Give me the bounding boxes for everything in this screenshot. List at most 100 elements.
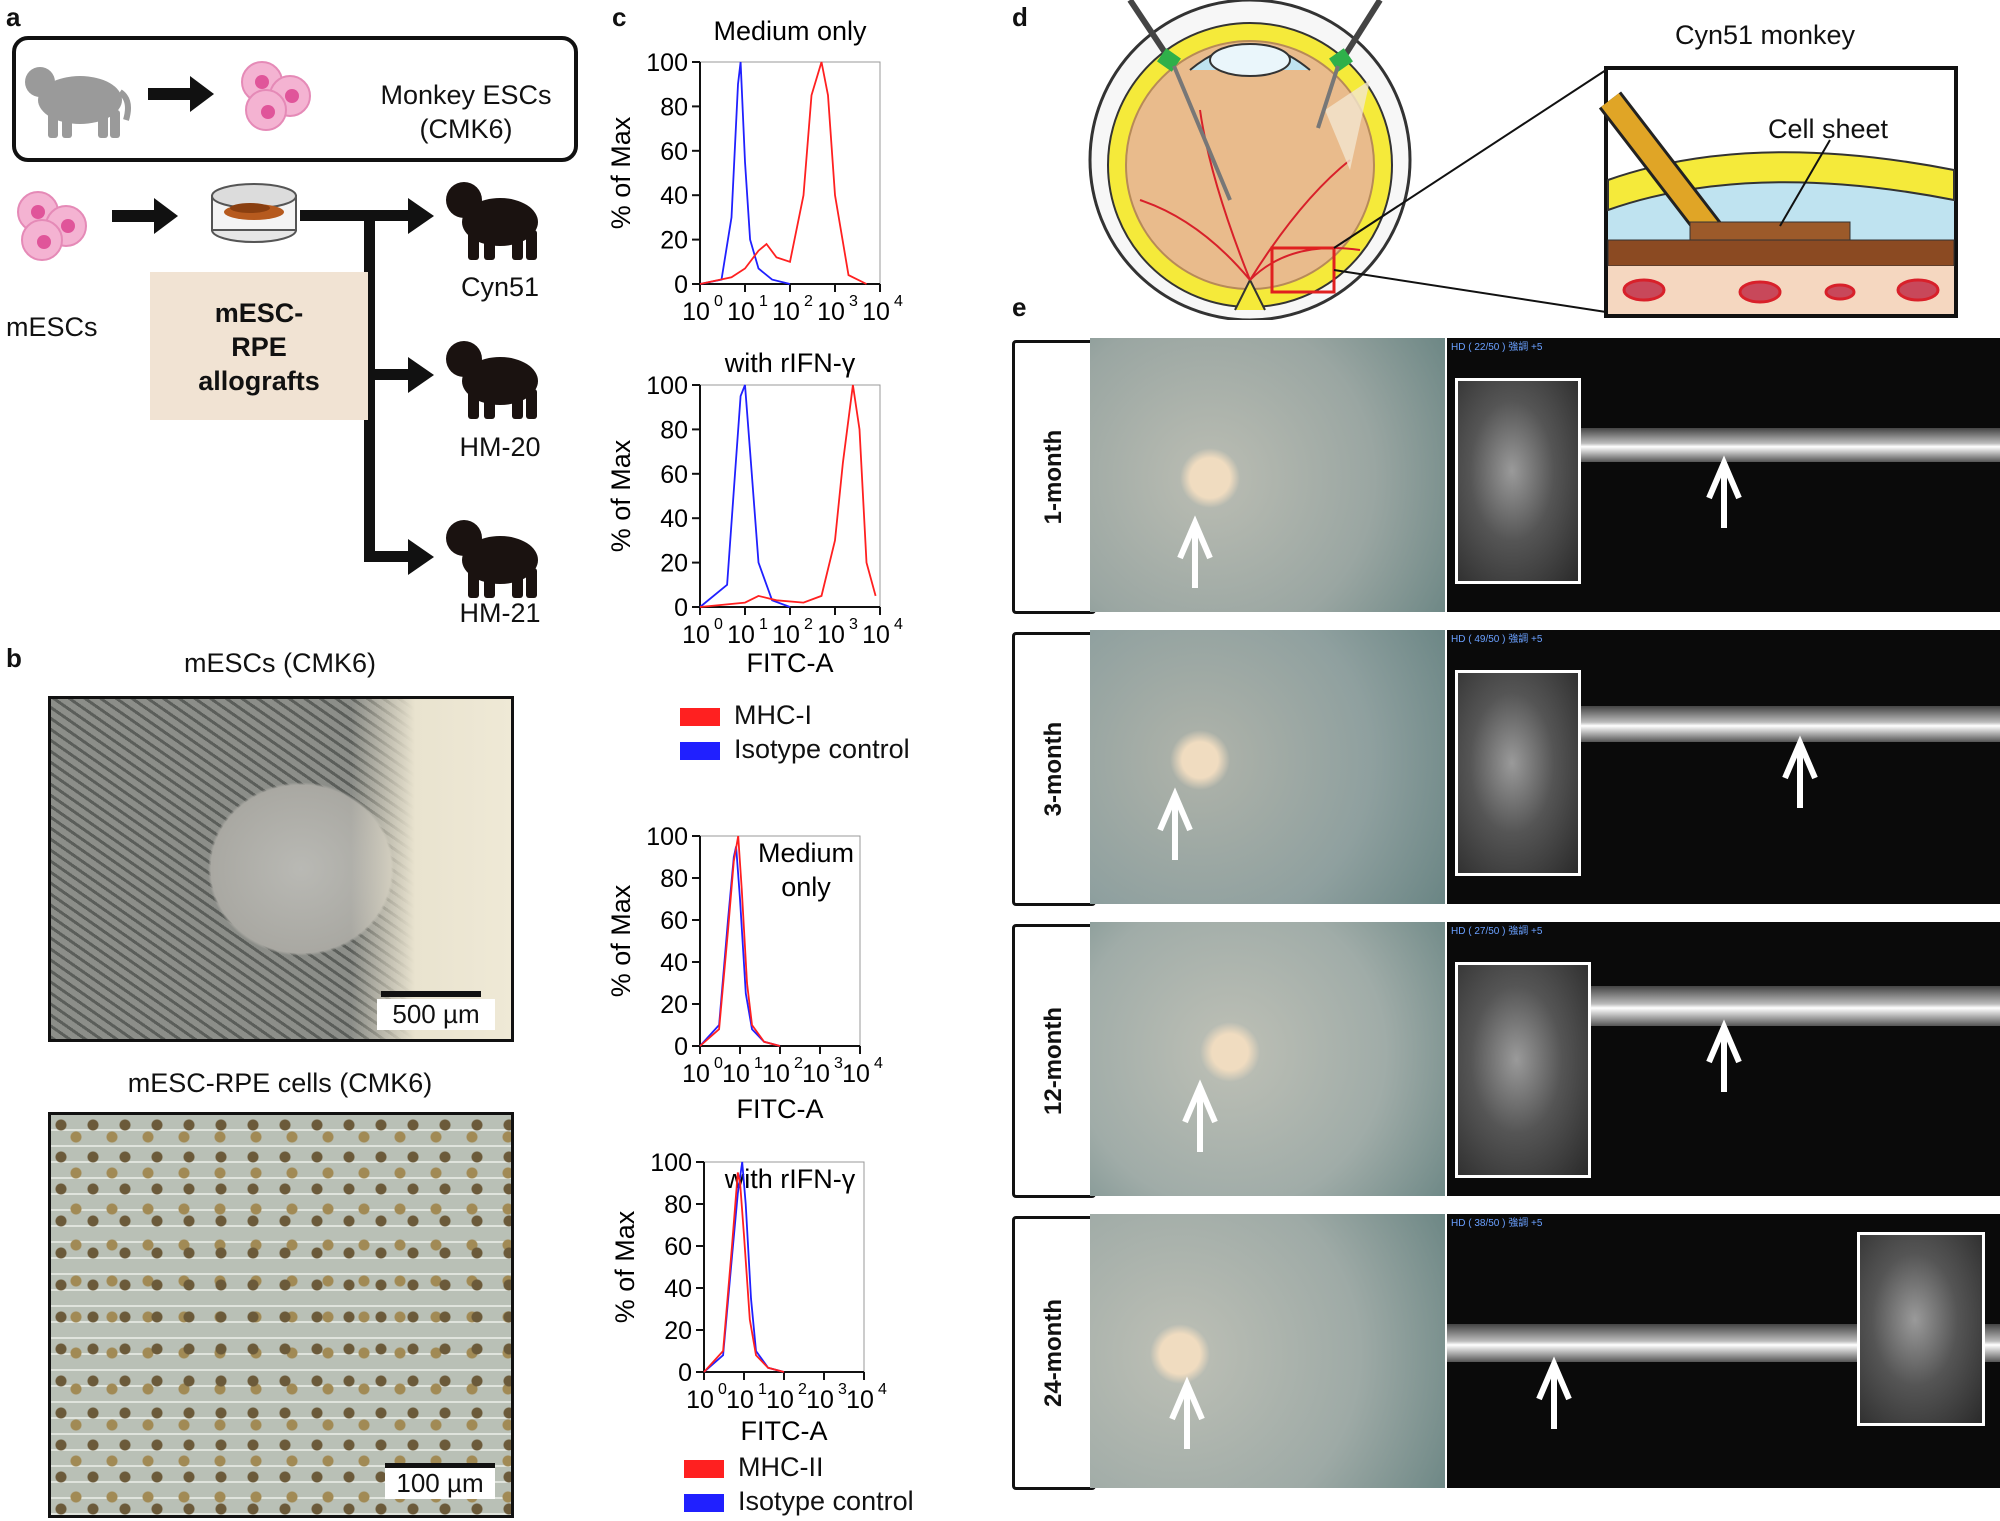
mescs-label: mESCs (6, 312, 98, 342)
arrow-icon (1169, 1376, 1205, 1449)
series-line-isotype-control (699, 384, 791, 608)
recipient-hm21: HM-21 (459, 598, 541, 628)
legend-label: MHC-II (738, 1452, 824, 1482)
x-tick-exponent: 2 (798, 1381, 807, 1398)
y-tick-label: 80 (660, 93, 688, 121)
oct-header: HD ( 27/50 ) 強調 +5 (1451, 926, 1543, 937)
cell-sheet-label: Cell sheet (1768, 114, 1889, 144)
chart-title: Medium only (713, 16, 867, 46)
x-tick-exponent: 1 (754, 1055, 763, 1072)
chart-title: with rIFN-γ (724, 348, 856, 378)
y-tick-label: 80 (660, 416, 688, 444)
panel-label-a: a (6, 2, 21, 32)
x-tick-label: 10 (817, 621, 845, 649)
oct-header: HD ( 22/50 ) 強調 +5 (1451, 342, 1543, 353)
x-tick-exponent: 1 (759, 293, 768, 310)
x-axis-label: FITC-A (741, 1416, 828, 1446)
x-axis-label: FITC-A (747, 648, 834, 678)
instrument-icon (1127, 0, 1383, 201)
x-tick-label: 10 (842, 1060, 870, 1088)
panel-label-d: d (1012, 2, 1028, 32)
x-tick-label: 10 (682, 298, 710, 326)
y-axis-label: % of Max (610, 1210, 640, 1323)
legend-label: MHC-I (734, 700, 812, 730)
branch-arrows (300, 198, 434, 575)
timepoint-text: 3-month (1040, 721, 1067, 817)
fundus-inset (1857, 1232, 1985, 1426)
y-tick-label: 100 (646, 823, 688, 851)
y-tick-label: 0 (674, 1033, 688, 1061)
x-tick-exponent: 3 (834, 1055, 843, 1072)
y-tick-label: 40 (660, 182, 688, 210)
fundus-inset (1455, 378, 1581, 584)
culture-dish-icon (211, 183, 297, 243)
oct-image-2: HD ( 49/50 ) 強調 +5 (1447, 630, 2000, 904)
monkey-cyn51-icon (446, 182, 538, 260)
y-tick-label: 100 (650, 1149, 692, 1177)
arrow-icon (148, 76, 214, 112)
x-tick-exponent: 2 (794, 1055, 803, 1072)
scale-bar-label: 500 µm (377, 999, 495, 1030)
x-tick-label: 10 (726, 1386, 754, 1414)
panel-d-title: Cyn51 monkey (1674, 20, 1856, 50)
mescs-micrograph-title: mESCs (CMK6) (183, 648, 376, 678)
x-tick-exponent: 3 (849, 616, 858, 633)
rpe-micrograph-title: mESC-RPE cells (CMK6) (127, 1068, 433, 1098)
panel-label-c: c (612, 2, 627, 32)
y-tick-label: 40 (660, 949, 688, 977)
series-line-mhc-ii (703, 1172, 785, 1373)
fundus-image-3 (1090, 922, 1445, 1196)
y-axis-label: % of Max (606, 116, 636, 229)
x-tick-label: 10 (846, 1386, 874, 1414)
mesc-cells-icon (17, 191, 87, 261)
fundus-image-2 (1090, 630, 1445, 904)
x-tick-label: 10 (727, 298, 755, 326)
y-tick-label: 40 (664, 1275, 692, 1303)
oct-header: HD ( 49/50 ) 強調 +5 (1451, 634, 1543, 645)
scale-bar-label: 100 µm (385, 1463, 495, 1499)
arrow-icon (112, 198, 178, 234)
oct-image-4: HD ( 38/50 ) 強調 +5 (1447, 1214, 2000, 1488)
allograft-box: mESC- RPE allografts (150, 272, 368, 420)
eye-cross-section (1088, 0, 1412, 320)
esc-cells-icon (241, 61, 311, 131)
panel-label-b: b (6, 643, 22, 673)
series-line-mhc-ii (699, 835, 781, 1047)
legend-swatch-blue (680, 742, 720, 760)
allograft-line1: mESC- (214, 298, 304, 328)
y-tick-label: 80 (660, 865, 688, 893)
x-tick-exponent: 4 (894, 293, 903, 310)
y-tick-label: 0 (674, 594, 688, 622)
timepoint-label-2: 3-month (1012, 632, 1096, 906)
recipient-hm20: HM-20 (459, 432, 541, 462)
oct-header: HD ( 38/50 ) 強調 +5 (1451, 1218, 1543, 1229)
timepoint-text: 12-month (1040, 1007, 1067, 1115)
monkey-hm20-icon (446, 341, 538, 419)
x-tick-label: 10 (682, 1060, 710, 1088)
arrow-icon (1157, 787, 1193, 860)
chart-annotation: Medium (758, 838, 854, 868)
x-tick-exponent: 4 (878, 1381, 887, 1398)
rpe-micrograph: 100 µm (48, 1112, 514, 1518)
allograft-line2: RPE (231, 332, 287, 362)
fundus-inset (1455, 670, 1581, 876)
x-tick-exponent: 0 (718, 1381, 727, 1398)
x-tick-exponent: 4 (874, 1055, 883, 1072)
monkey-escs-line1: Monkey ESCs (380, 80, 552, 110)
series-line-mhc-i (699, 384, 877, 608)
x-tick-label: 10 (686, 1386, 714, 1414)
arrow-icon (1182, 1079, 1218, 1152)
timepoint-text: 1-month (1040, 429, 1067, 525)
series-line-isotype-control (699, 61, 791, 285)
monkey-escs-label: Monkey ESCs (CMK6) (366, 78, 566, 146)
x-tick-label: 10 (727, 621, 755, 649)
x-axis-label: FITC-A (737, 1094, 824, 1124)
x-tick-label: 10 (802, 1060, 830, 1088)
timepoint-text: 24-month (1040, 1299, 1067, 1407)
chart-annotation: only (781, 872, 831, 902)
zoomed-subretinal-box (1598, 66, 1958, 318)
y-axis-label: % of Max (606, 439, 636, 552)
arrow-icon (1706, 455, 1742, 528)
y-tick-label: 60 (660, 461, 688, 489)
x-tick-exponent: 1 (759, 616, 768, 633)
